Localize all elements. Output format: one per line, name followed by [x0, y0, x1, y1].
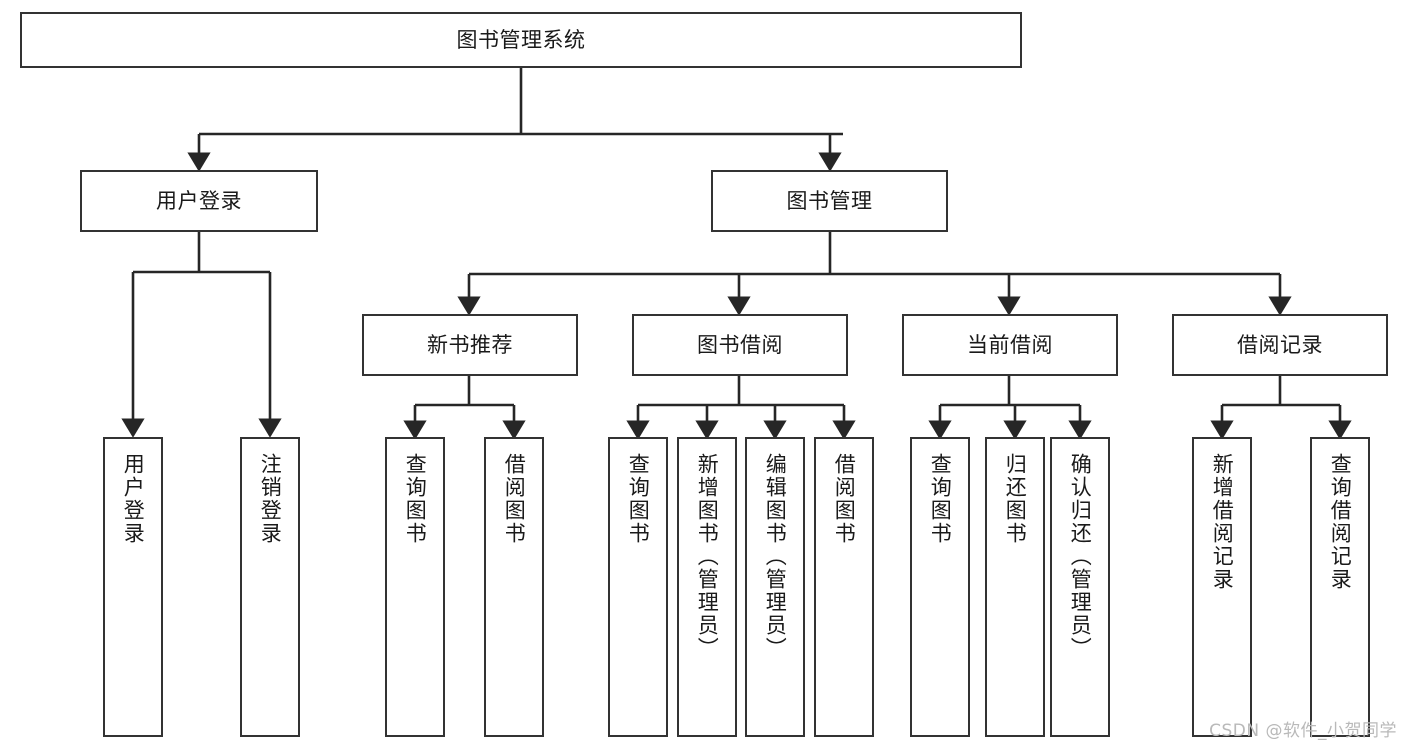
leaf-edit-book[interactable]: 编辑图书（管理员） — [745, 437, 805, 737]
leaf-add-record[interactable]: 新增借阅记录 — [1192, 437, 1252, 737]
leaf-add-book[interactable]: 新增图书（管理员） — [677, 437, 737, 737]
leaf-edit-book-label: 编辑图书（管理员） — [763, 453, 788, 660]
leaf-query-book-cur-label: 查询图书 — [928, 453, 953, 545]
leaf-query-book-borrow-label: 查询图书 — [626, 453, 651, 545]
node-current-borrow-label: 当前借阅 — [967, 332, 1053, 357]
node-user-login-label: 用户登录 — [156, 188, 242, 213]
leaf-borrow-book-label: 借阅图书 — [832, 453, 857, 545]
node-root-label: 图书管理系统 — [456, 27, 586, 52]
leaf-borrow-book-rec[interactable]: 借阅图书 — [484, 437, 544, 737]
node-borrow-record[interactable]: 借阅记录 — [1172, 314, 1388, 376]
leaf-query-book-rec-label: 查询图书 — [403, 453, 428, 545]
node-new-book-recommend[interactable]: 新书推荐 — [362, 314, 578, 376]
node-current-borrow[interactable]: 当前借阅 — [902, 314, 1118, 376]
leaf-user-login[interactable]: 用户登录 — [103, 437, 163, 737]
node-book-manage[interactable]: 图书管理 — [711, 170, 948, 232]
node-root[interactable]: 图书管理系统 — [20, 12, 1022, 68]
leaf-add-book-label: 新增图书（管理员） — [695, 453, 720, 660]
leaf-borrow-book-rec-label: 借阅图书 — [502, 453, 527, 545]
node-book-borrow-label: 图书借阅 — [697, 332, 783, 357]
leaf-add-record-label: 新增借阅记录 — [1210, 453, 1235, 591]
leaf-query-record[interactable]: 查询借阅记录 — [1310, 437, 1370, 737]
leaf-return-book[interactable]: 归还图书 — [985, 437, 1045, 737]
leaf-query-book-cur[interactable]: 查询图书 — [910, 437, 970, 737]
node-new-book-recommend-label: 新书推荐 — [427, 332, 513, 357]
node-book-borrow[interactable]: 图书借阅 — [632, 314, 848, 376]
leaf-logout[interactable]: 注销登录 — [240, 437, 300, 737]
leaf-logout-label: 注销登录 — [258, 453, 283, 545]
leaf-query-record-label: 查询借阅记录 — [1328, 453, 1353, 591]
node-borrow-record-label: 借阅记录 — [1237, 332, 1323, 357]
node-user-login[interactable]: 用户登录 — [80, 170, 318, 232]
node-book-manage-label: 图书管理 — [786, 188, 873, 213]
leaf-confirm-return[interactable]: 确认归还（管理员） — [1050, 437, 1110, 737]
leaf-confirm-return-label: 确认归还（管理员） — [1068, 453, 1093, 660]
leaf-borrow-book[interactable]: 借阅图书 — [814, 437, 874, 737]
csdn-watermark: CSDN @软件_小贺同学 — [1209, 721, 1397, 741]
leaf-query-book-rec[interactable]: 查询图书 — [385, 437, 445, 737]
leaf-return-book-label: 归还图书 — [1003, 453, 1028, 545]
leaf-user-login-label: 用户登录 — [121, 453, 146, 545]
leaf-query-book-borrow[interactable]: 查询图书 — [608, 437, 668, 737]
